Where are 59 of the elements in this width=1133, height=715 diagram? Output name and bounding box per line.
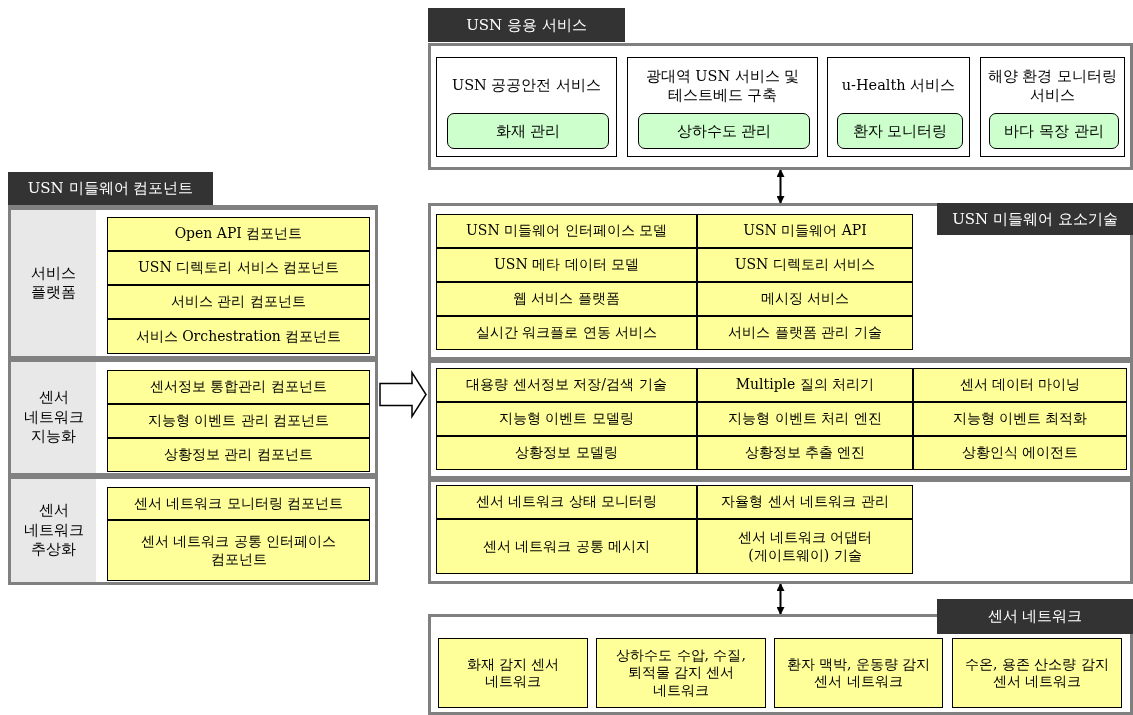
component-box: 환자 맥박, 운동량 감지 센서 네트워크 [774, 638, 943, 708]
service-tag: 상하수도 관리 [638, 113, 810, 149]
component-box: 센서 네트워크 공통 메시지 [436, 519, 697, 574]
component-box: 상황인식 에이전트 [913, 436, 1127, 470]
component-box: 센서 네트워크 상태 모니터링 [436, 485, 697, 519]
component-box: 센서정보 통합관리 컴포넌트 [107, 370, 370, 404]
component-box: 메시징 서비스 [697, 282, 913, 316]
double-arrow [776, 169, 785, 204]
section-label: 서비스 플랫폼 [11, 210, 96, 356]
section-panel [8, 359, 378, 476]
service-box [436, 57, 617, 157]
component-box: 센서 데이터 마이닝 [913, 368, 1127, 402]
component-box: 센서 네트워크 어댑터 (게이트웨이) 기술 [697, 519, 913, 574]
component-box: Multiple 질의 처리기 [697, 368, 913, 402]
service-title: USN 공공안전 서비스 [450, 76, 603, 96]
service-tag: 환자 모니터링 [837, 113, 963, 149]
component-box: USN 미들웨어 인터페이스 모델 [436, 214, 697, 248]
component-box: Open API 컴포넌트 [107, 217, 370, 251]
component-box: 상황정보 추출 엔진 [697, 436, 913, 470]
block-arrow [379, 369, 427, 420]
component-box: 지능형 이벤트 최적화 [913, 402, 1127, 436]
component-box: 서비스 관리 컴포넌트 [107, 285, 370, 319]
component-box: 지능형 이벤트 처리 엔진 [697, 402, 913, 436]
component-box: 실시간 워크플로 연동 서비스 [436, 316, 697, 350]
component-box: USN 미들웨어 API [697, 214, 913, 248]
component-box: 수온, 용존 산소량 감지 센서 네트워크 [952, 638, 1122, 708]
double-arrow [776, 583, 785, 615]
group-title: 센서 네트워크 [937, 599, 1133, 634]
service-title: 광대역 USN 서비스 및 테스트베드 구축 [644, 66, 801, 105]
component-box: 화재 감지 센서 네트워크 [438, 638, 588, 708]
component-box: 서비스 플랫폼 관리 기술 [697, 316, 913, 350]
service-tag: 바다 목장 관리 [989, 113, 1119, 149]
section-panel [8, 476, 378, 585]
component-box: USN 디렉토리 서비스 [697, 248, 913, 282]
group-title: USN 응용 서비스 [428, 8, 625, 42]
component-box: 서비스 Orchestration 컴포넌트 [107, 319, 370, 354]
service-box [980, 57, 1125, 157]
component-box: USN 디렉토리 서비스 컴포넌트 [107, 251, 370, 285]
component-box: 웹 서비스 플랫폼 [436, 282, 697, 316]
component-box: 자율형 센서 네트워크 관리 [697, 485, 913, 519]
service-box [627, 57, 818, 157]
component-box: 지능형 이벤트 모델링 [436, 402, 697, 436]
component-box: USN 메타 데이터 모델 [436, 248, 697, 282]
service-tag: 화재 관리 [447, 113, 609, 149]
group-title: USN 미들웨어 컴포넌트 [8, 172, 213, 205]
section-label: 센서 네트워크 추상화 [11, 479, 96, 582]
section-panel [8, 207, 378, 359]
service-title: u-Health 서비스 [840, 76, 957, 96]
service-title: 해양 환경 모니터링 서비스 [986, 66, 1119, 105]
group-title: USN 미들웨어 요소기술 [937, 203, 1133, 235]
component-box: 대용량 센서정보 저장/검색 기술 [436, 368, 697, 402]
component-box: 지능형 이벤트 관리 컴포넌트 [107, 404, 370, 438]
service-box [827, 57, 970, 157]
component-box: 센서 네트워크 모니터링 컴포넌트 [107, 487, 370, 520]
component-box: 상황정보 관리 컴포넌트 [107, 438, 370, 472]
component-box: 센서 네트워크 공통 인터페이스 컴포넌트 [107, 520, 370, 581]
component-box: 상황정보 모델링 [436, 436, 697, 470]
section-label: 센서 네트워크 지능화 [11, 362, 96, 473]
component-box: 상하수도 수압, 수질, 퇴적물 감지 센서 네트워크 [596, 638, 766, 708]
